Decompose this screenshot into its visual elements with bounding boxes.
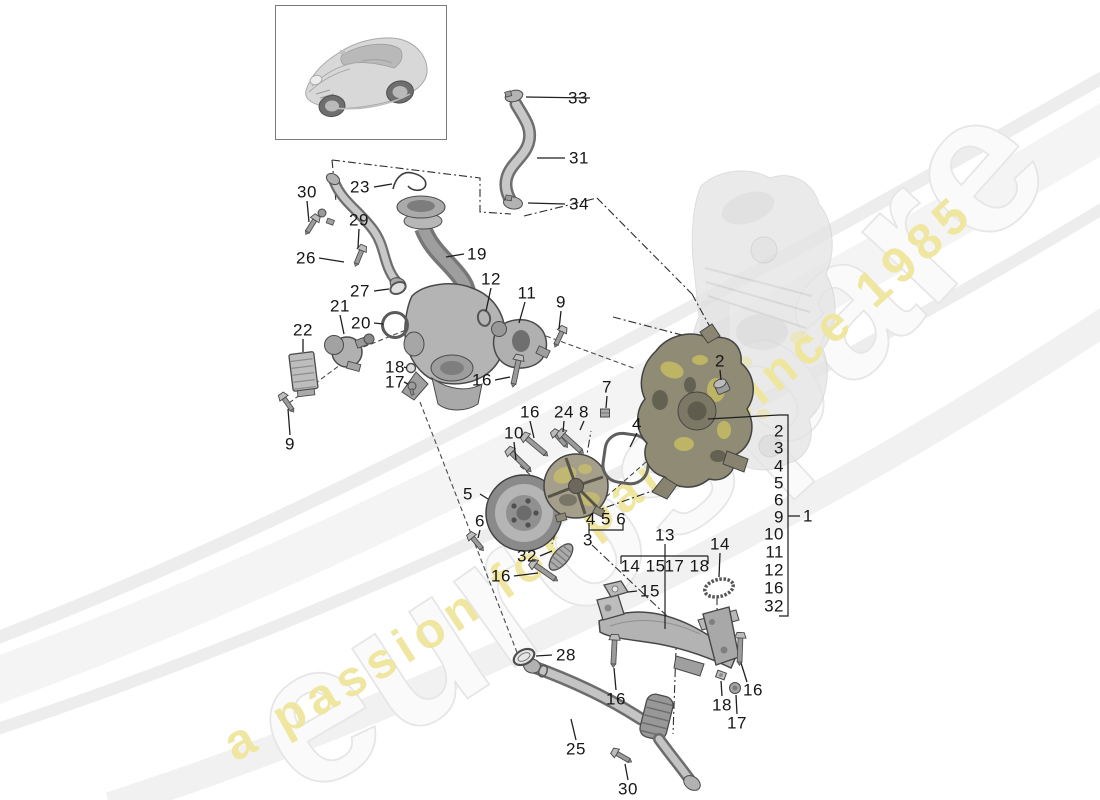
part-callout: 10 (504, 423, 524, 443)
part-callout: 22 (293, 320, 313, 340)
part-callout: 5 (463, 484, 473, 504)
bolt-30 (609, 745, 635, 767)
legend-part-number: 12 (764, 560, 784, 580)
clamp-34 (503, 194, 523, 210)
clamp-28 (512, 647, 536, 667)
part-callout: 8 (579, 402, 589, 422)
part-callout: 3 (583, 530, 593, 550)
subframe-13 (596, 594, 740, 677)
part-callout: 34 (569, 194, 589, 214)
part-callout: 14 (710, 534, 730, 554)
screw-17 (407, 381, 417, 396)
bolt-29 (350, 243, 369, 269)
bolt-16 (607, 633, 621, 669)
part-callout: 18 (385, 357, 405, 377)
legend-part-number: 9 (774, 507, 784, 527)
group-brackets (588, 414, 800, 629)
nut-7 (600, 408, 610, 418)
spring-32 (548, 543, 574, 571)
leader-lines (287, 96, 748, 781)
thermostat-housing (401, 283, 506, 411)
legend-part-number: 10 (764, 524, 784, 544)
plug-2 (713, 378, 731, 395)
part-callout: 4 5 6 (585, 509, 627, 529)
part-callout: 17 (727, 713, 747, 733)
part-callout: 17 (385, 372, 405, 392)
bracket-22 (288, 351, 319, 398)
part-callout: 14 15 (620, 556, 666, 576)
part-callout: 16 (472, 370, 492, 390)
clamp-33 (504, 89, 524, 103)
part-callout: 31 (569, 148, 589, 168)
clip-23 (392, 171, 427, 192)
part-callout: 11 (517, 283, 537, 303)
nut-18 (714, 669, 728, 681)
part-callout: 16 (520, 402, 540, 422)
part-callout: 15 (640, 581, 660, 601)
part-callout: 7 (602, 377, 612, 397)
bolt-30 (301, 212, 323, 238)
part-callout: 33 (568, 88, 588, 108)
part-callout: 2 (715, 351, 725, 371)
part-callout: 12 (481, 269, 501, 289)
part-callout: 25 (566, 739, 586, 759)
car-icon (305, 37, 428, 118)
part-callout: 16 (743, 680, 763, 700)
part-callout: 30 (297, 182, 317, 202)
legend-part-number: 11 (765, 542, 784, 562)
legend-part-number: 3 (774, 438, 784, 458)
part-callout: 21 (330, 296, 350, 316)
reservoir-11 (491, 318, 551, 369)
assembly-callout: 1 (803, 506, 813, 526)
part-callout: 29 (349, 210, 369, 230)
washer-18 (405, 362, 417, 374)
oring-20 (381, 311, 409, 339)
part-callout: 4 (632, 414, 642, 434)
legend-part-number: 32 (764, 596, 784, 616)
legend-part-number: 2 (774, 421, 784, 441)
pipe-25 (523, 658, 701, 791)
part-callout: 30 (618, 779, 638, 799)
seal-12 (476, 309, 492, 327)
part-callout: 28 (556, 645, 576, 665)
aux-pump-21 (324, 333, 375, 373)
seal-ring-14 (703, 577, 735, 599)
part-callout: 26 (296, 248, 316, 268)
part-callout: 27 (350, 281, 370, 301)
part-callout: 9 (285, 434, 295, 454)
part-callout: 16 (491, 566, 511, 586)
part-callout: 18 (712, 695, 732, 715)
legend-part-number: 5 (774, 473, 784, 493)
part-callout: 23 (350, 177, 370, 197)
pump-housing-4 (637, 323, 754, 500)
part-callout: 24 (554, 402, 574, 422)
plug-17 (729, 682, 741, 694)
vehicle-thumbnail-box (275, 5, 447, 140)
bolt-9 (276, 390, 299, 416)
seal-27 (389, 280, 407, 296)
part-callout: 19 (467, 244, 487, 264)
legend-part-number: 16 (764, 578, 784, 598)
exploded-parts (276, 89, 754, 791)
part-callout: 9 (556, 292, 566, 312)
part-callout: 17 18 (664, 556, 710, 576)
part-callout: 13 (655, 525, 675, 545)
part-callout: 20 (351, 313, 371, 333)
legend-part-number: 6 (774, 490, 784, 510)
legend-part-number: 4 (774, 456, 784, 476)
part-callout: 32 (517, 546, 537, 566)
water-pump-3 (543, 453, 609, 523)
part-callout: 6 (475, 511, 485, 531)
part-callout: 16 (606, 689, 626, 709)
